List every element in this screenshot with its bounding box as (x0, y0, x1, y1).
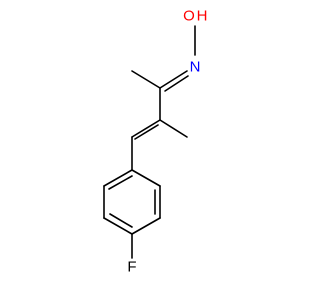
bond-c2-methyl (131, 70, 161, 89)
ring-bond-6 (131, 169, 161, 187)
bond-c3-c4-inner (134, 124, 159, 140)
bond-c2-n-outer (159, 70, 188, 89)
ring-bond-3 (103, 217, 133, 235)
bond-c2-n-inner (164, 75, 189, 92)
oxime-nitrogen-label: N (190, 59, 201, 76)
bond-c3-c4-outer (131, 119, 161, 138)
fluorine-label: F (127, 259, 136, 276)
ring-inner-1 (108, 175, 133, 190)
ring-bond-1 (103, 169, 133, 187)
hydroxyl-hydrogen-label: H (197, 8, 208, 25)
hydroxyl-oxygen-label: O (183, 8, 195, 25)
molecule-diagram: O H N F (103, 8, 208, 276)
bond-c3-methyl (159, 119, 188, 138)
ring-bond-4 (131, 217, 161, 235)
ring-inner-2 (109, 213, 133, 228)
